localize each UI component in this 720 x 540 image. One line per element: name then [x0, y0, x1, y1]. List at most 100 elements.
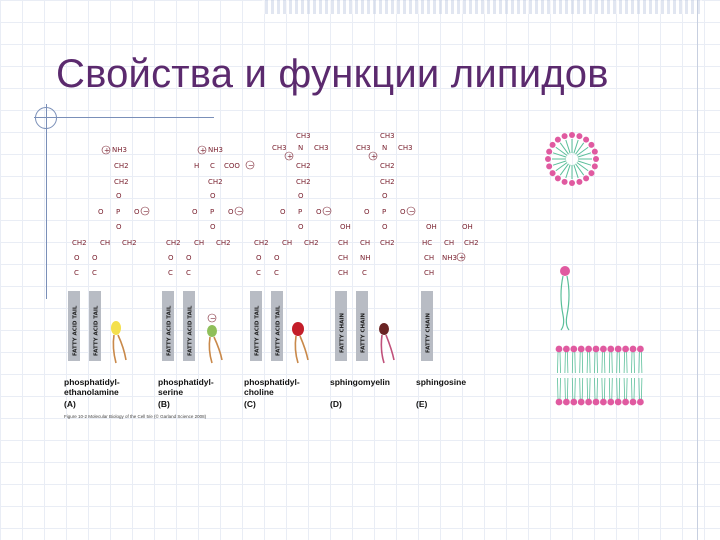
svg-text:C: C [362, 269, 367, 277]
svg-text:CH2: CH2 [464, 239, 479, 247]
svg-text:CH: CH [424, 269, 434, 277]
svg-text:CH: CH [424, 254, 434, 262]
svg-text:O: O [316, 208, 322, 216]
single-lipid-illustration [560, 266, 570, 331]
svg-text:CH2: CH2 [304, 239, 319, 247]
svg-text:+: + [371, 153, 377, 161]
svg-text:phosphatidyl-: phosphatidyl- [244, 377, 300, 387]
svg-text:C: C [186, 269, 191, 277]
svg-text:OH: OH [462, 223, 473, 231]
svg-text:choline: choline [244, 387, 274, 397]
svg-text:O: O [382, 223, 388, 231]
svg-text:(D): (D) [330, 399, 342, 409]
lipid-c: CH3 CH3 N CH3 + CH2 CH2 O O P O − O CH2 … [244, 132, 332, 409]
svg-text:O: O [116, 192, 122, 200]
title-underline [34, 117, 214, 118]
svg-text:O: O [274, 254, 280, 262]
svg-text:FATTY ACID TAIL: FATTY ACID TAIL [276, 305, 282, 356]
svg-text:CH2: CH2 [166, 239, 181, 247]
svg-text:CH: CH [444, 239, 454, 247]
svg-text:−: − [409, 208, 415, 216]
svg-text:CH: CH [338, 239, 348, 247]
svg-text:O: O [280, 208, 286, 216]
svg-text:O: O [116, 223, 122, 231]
svg-text:FATTY CHAIN: FATTY CHAIN [340, 313, 346, 353]
svg-text:O: O [298, 223, 304, 231]
svg-text:OH: OH [340, 223, 351, 231]
svg-text:+: + [287, 153, 293, 161]
svg-text:NH: NH [360, 254, 371, 262]
svg-text:+: + [104, 147, 110, 155]
svg-text:O: O [168, 254, 174, 262]
svg-text:CH: CH [100, 239, 110, 247]
lipid-b: + NH3 H C COO − CH2 O O P O − O CH2 CH C… [158, 145, 255, 409]
lipid-d: CH3 CH3 N CH3 + CH2 CH2 O O P O − OH O C… [330, 132, 416, 409]
left-rule [46, 104, 47, 299]
svg-text:O: O [74, 254, 80, 262]
svg-text:phosphatidyl-: phosphatidyl- [158, 377, 214, 387]
svg-text:CH3: CH3 [296, 132, 311, 140]
svg-text:CH2: CH2 [296, 178, 311, 186]
svg-text:FATTY ACID TAIL: FATTY ACID TAIL [94, 305, 100, 356]
svg-text:−: − [248, 162, 254, 170]
svg-text:O: O [382, 192, 388, 200]
svg-text:O: O [256, 254, 262, 262]
svg-text:O: O [228, 208, 234, 216]
svg-text:CH: CH [194, 239, 204, 247]
svg-text:CH2: CH2 [380, 178, 395, 186]
svg-text:CH3: CH3 [356, 144, 371, 152]
crosshair-ornament [35, 107, 57, 129]
svg-text:C: C [168, 269, 173, 277]
svg-text:CH2: CH2 [114, 178, 129, 186]
svg-text:(B): (B) [158, 399, 170, 409]
svg-text:HC: HC [422, 239, 432, 247]
svg-text:FATTY ACID TAIL: FATTY ACID TAIL [255, 305, 261, 356]
lipid-a: + NH3 CH2 CH2 O O P O − O CH2 CH CH2 O O… [64, 145, 150, 409]
bilayer-illustration [555, 345, 644, 406]
svg-text:O: O [192, 208, 198, 216]
svg-text:CH2: CH2 [216, 239, 231, 247]
svg-text:+: + [200, 147, 206, 155]
svg-text:FATTY ACID TAIL: FATTY ACID TAIL [73, 305, 79, 356]
svg-text:O: O [134, 208, 140, 216]
svg-text:COO: COO [224, 162, 240, 170]
svg-text:P: P [298, 208, 302, 216]
svg-text:NH3: NH3 [112, 146, 127, 154]
svg-text:P: P [210, 208, 214, 216]
svg-text:CH2: CH2 [72, 239, 87, 247]
svg-text:CH2: CH2 [380, 162, 395, 170]
svg-text:FATTY CHAIN: FATTY CHAIN [426, 313, 432, 353]
svg-text:sphingosine: sphingosine [416, 377, 466, 387]
svg-text:P: P [382, 208, 386, 216]
lipid-structures-figure: + NH3 CH2 CH2 O O P O − O CH2 CH CH2 O O… [64, 132, 479, 419]
svg-text:CH2: CH2 [122, 239, 137, 247]
svg-text:FATTY ACID TAIL: FATTY ACID TAIL [167, 305, 173, 356]
svg-text:+: + [459, 254, 465, 262]
svg-text:−: − [237, 208, 243, 216]
svg-text:CH: CH [282, 239, 292, 247]
svg-text:CH2: CH2 [254, 239, 269, 247]
svg-text:CH3: CH3 [380, 132, 395, 140]
slide-title: Свойства и функции липидов [56, 52, 609, 96]
decorative-vertical-line [697, 0, 698, 540]
svg-text:CH3: CH3 [272, 144, 287, 152]
svg-text:serine: serine [158, 387, 183, 397]
svg-text:CH2: CH2 [114, 162, 129, 170]
svg-text:C: C [274, 269, 279, 277]
svg-text:CH3: CH3 [398, 144, 413, 152]
svg-text:C: C [74, 269, 79, 277]
svg-text:C: C [256, 269, 261, 277]
svg-text:H: H [194, 162, 199, 170]
svg-text:CH: CH [338, 254, 348, 262]
svg-text:−: − [210, 315, 216, 323]
svg-text:CH3: CH3 [314, 144, 329, 152]
svg-text:ethanolamine: ethanolamine [64, 387, 119, 397]
svg-text:NH3: NH3 [442, 254, 457, 262]
svg-text:CH: CH [338, 269, 348, 277]
svg-text:−: − [325, 208, 331, 216]
svg-text:CH2: CH2 [208, 178, 223, 186]
lipid-e: OH OH HC CH CH2 CH NH3 + CH FATTY CHAIN … [416, 223, 479, 409]
svg-text:P: P [116, 208, 120, 216]
svg-text:O: O [210, 192, 216, 200]
